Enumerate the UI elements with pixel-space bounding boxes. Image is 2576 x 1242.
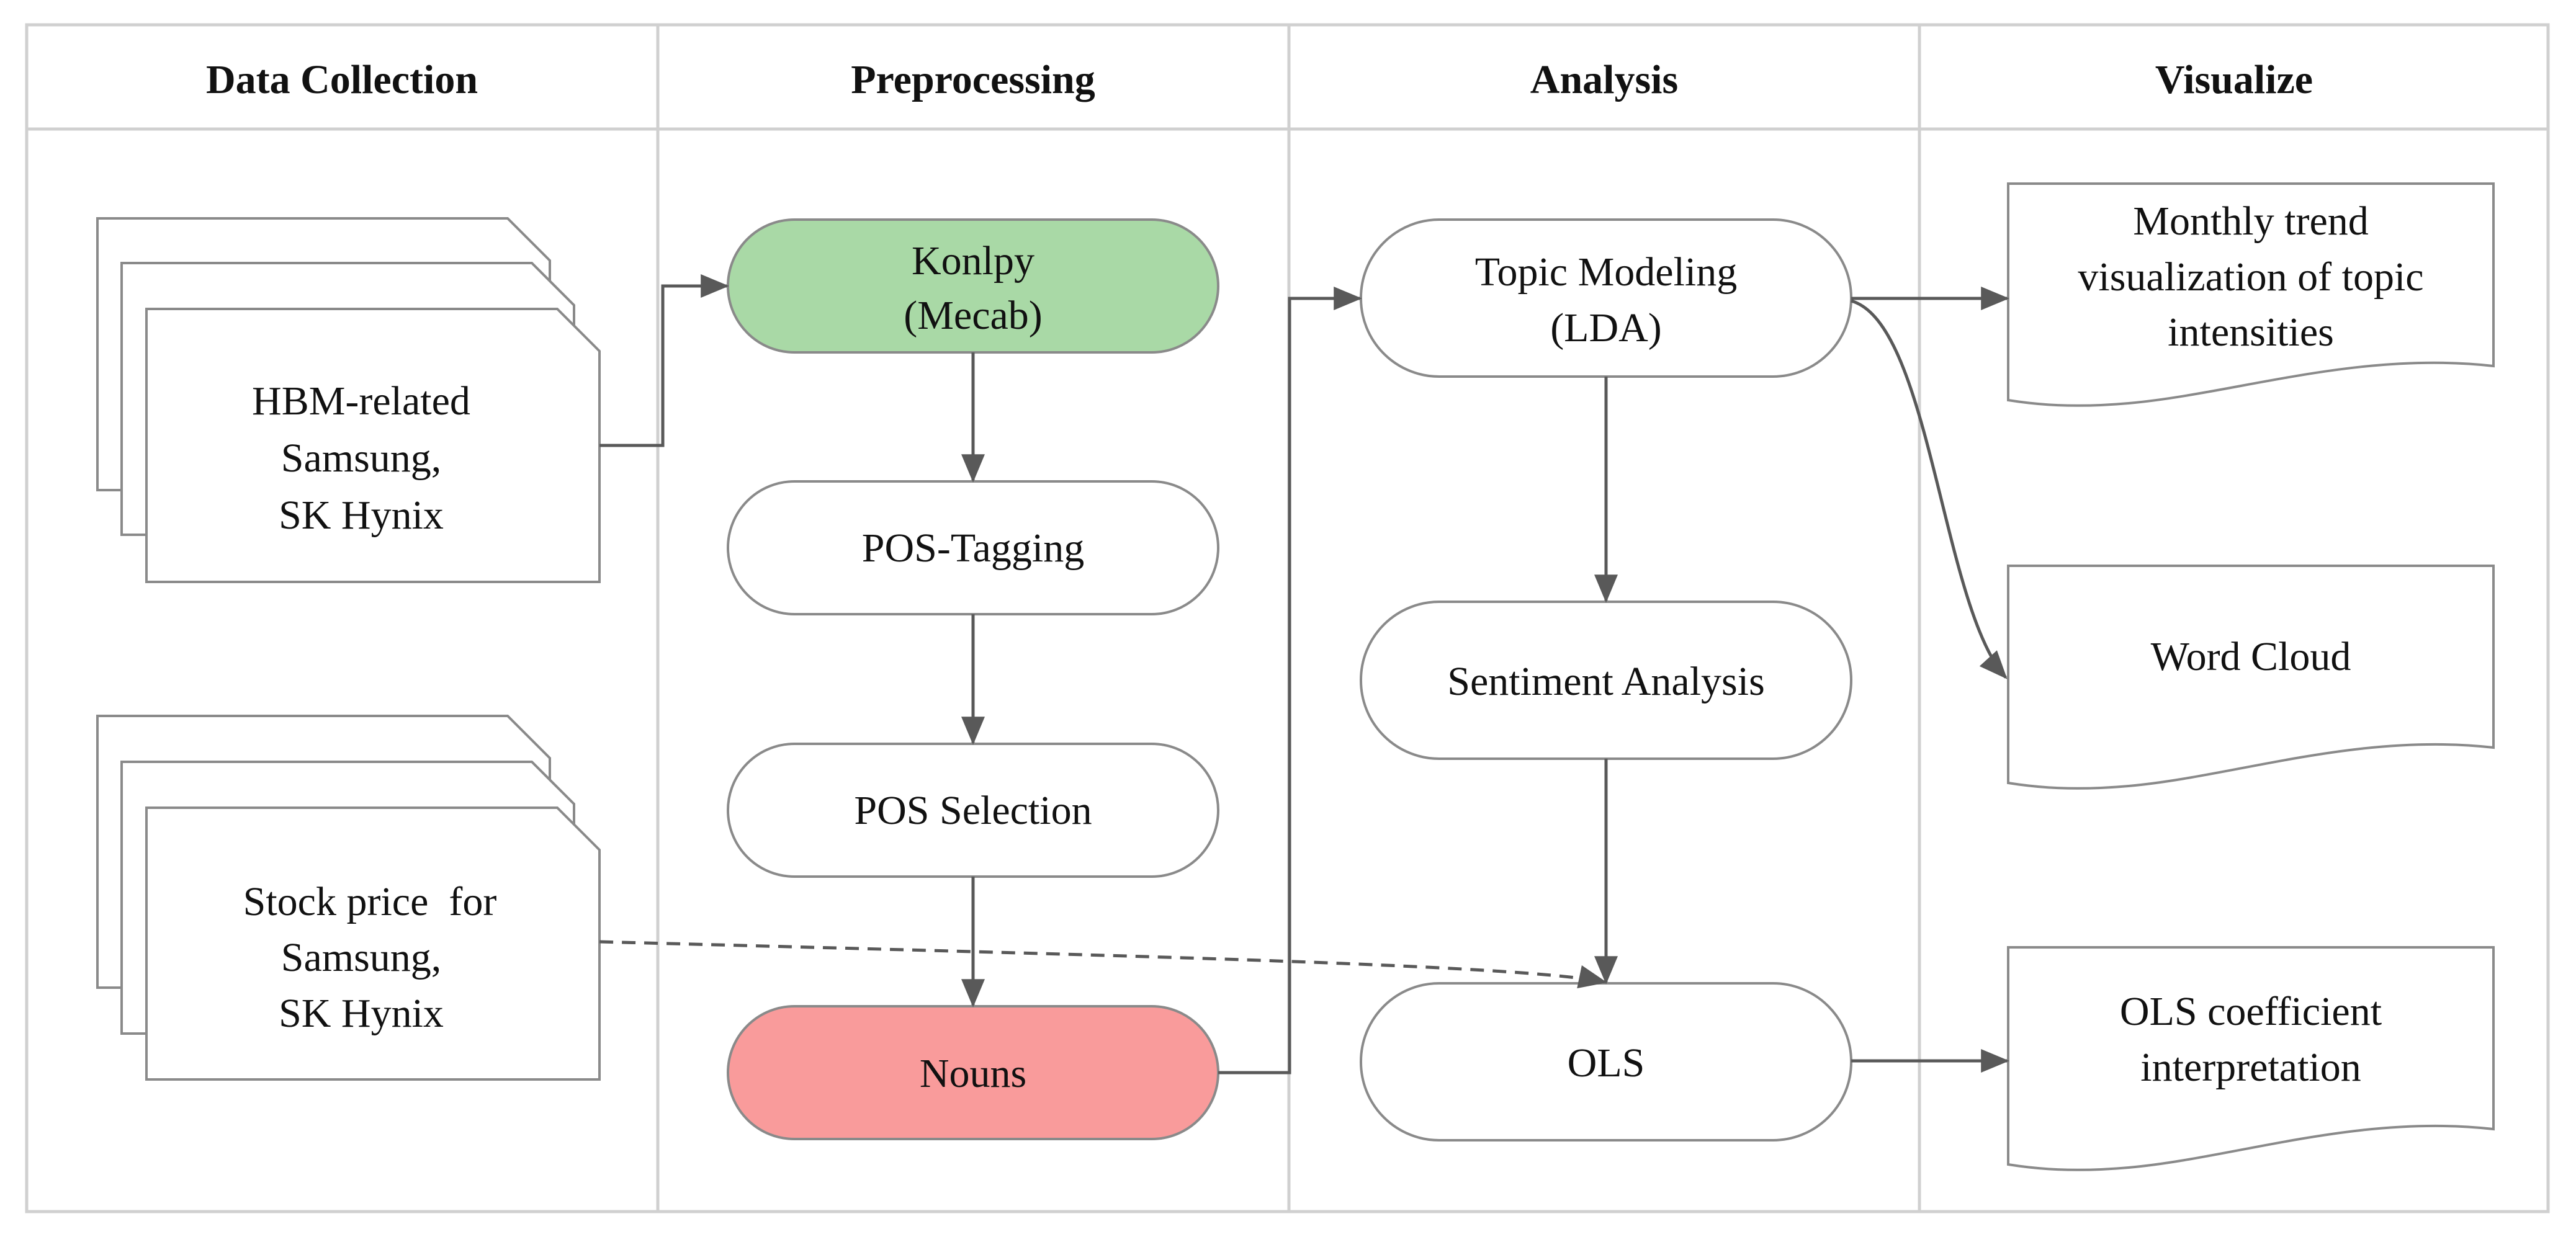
stock-docs-label: Stock price for Samsung, SK Hynix	[243, 879, 497, 1036]
nouns-label: Nouns	[920, 1051, 1026, 1096]
column-header-preprocessing: Preprocessing	[851, 57, 1095, 102]
edge-nouns-to-topic-modeling	[1218, 287, 1362, 1074]
word-cloud-doc	[2007, 565, 2495, 790]
svg-text:(Mecab): (Mecab)	[904, 293, 1043, 338]
edges	[599, 274, 2009, 1074]
ols-interpretation-doc	[2007, 946, 2495, 1171]
hbm-docs-label: HBM-related Samsung, SK Hynix	[252, 378, 470, 538]
edge-hbm-to-konlpy	[599, 274, 729, 447]
svg-text:Samsung,: Samsung,	[281, 935, 442, 980]
svg-text:Samsung,: Samsung,	[281, 436, 442, 481]
svg-text:Topic Modeling: Topic Modeling	[1475, 249, 1738, 295]
pos-tagging-label: POS-Tagging	[862, 525, 1084, 571]
konlpy-label: Konlpy (Mecab)	[904, 238, 1043, 338]
svg-text:SK Hynix: SK Hynix	[279, 493, 444, 538]
edge-topic-to-word-cloud	[1851, 299, 2008, 679]
column-header-visualize: Visualize	[2155, 57, 2313, 102]
topic-modeling-label: Topic Modeling (LDA)	[1475, 249, 1738, 351]
svg-text:(LDA): (LDA)	[1550, 305, 1662, 351]
svg-text:visualization of topic: visualization of topic	[2078, 254, 2423, 300]
edge-stock-to-ols	[599, 940, 1607, 989]
pos-selection-label: POS Selection	[854, 788, 1092, 833]
svg-text:SK Hynix: SK Hynix	[279, 991, 444, 1036]
ols-label: OLS	[1568, 1040, 1645, 1086]
svg-text:Monthly trend: Monthly trend	[2133, 199, 2368, 244]
svg-text:OLS coefficient: OLS coefficient	[2120, 989, 2382, 1034]
monthly-trend-label: Monthly trend visualization of topic int…	[2078, 199, 2423, 355]
sentiment-analysis-label: Sentiment Analysis	[1447, 659, 1765, 704]
stock-document-stack	[96, 715, 601, 1081]
monthly-trend-doc	[2007, 182, 2495, 407]
hbm-document-stack	[96, 217, 601, 583]
svg-text:Stock price for: Stock price for	[243, 879, 497, 924]
word-cloud-label: Word Cloud	[2151, 634, 2351, 679]
column-header-analysis: Analysis	[1530, 57, 1678, 102]
topic-modeling-node	[1360, 218, 1852, 378]
svg-text:Konlpy: Konlpy	[912, 238, 1034, 284]
svg-text:HBM-related: HBM-related	[252, 378, 470, 424]
column-header-data-collection: Data Collection	[206, 57, 478, 102]
ols-interpretation-label: OLS coefficient interpretation	[2120, 989, 2382, 1090]
svg-text:interpretation: interpretation	[2140, 1045, 2361, 1090]
svg-text:intensities: intensities	[2168, 310, 2334, 355]
